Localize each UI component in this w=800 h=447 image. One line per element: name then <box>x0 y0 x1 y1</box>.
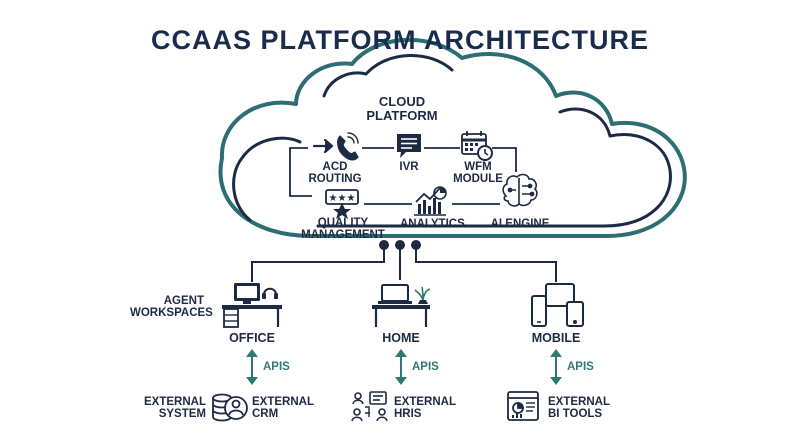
port-dot <box>379 240 389 250</box>
api-arrow-office <box>246 349 258 385</box>
external-label-line: EXTERNAL <box>548 396 624 408</box>
external-label-line: HRIS <box>394 408 464 420</box>
api-label-home: APIs <box>412 361 439 373</box>
bi-dashboard-icon <box>508 392 538 420</box>
agent-workspaces-line2: WORKSPACES <box>130 307 204 319</box>
module-acd-routing: ACD ROUTING <box>300 161 370 185</box>
star-rating-icon: ★★★ <box>326 190 358 219</box>
hris-people-doc-icon <box>352 392 387 421</box>
module-label: ROUTING <box>300 173 370 185</box>
module-label: ANALYTICS <box>400 218 464 230</box>
external-label-line: EXTERNAL <box>138 396 206 408</box>
cloud-label-line1: CLOUD <box>360 95 444 109</box>
module-quality-management: QUALITY MANAGEMENT <box>300 217 386 241</box>
phone-routing-icon <box>314 133 358 160</box>
external-label-line: EXTERNAL <box>394 396 464 408</box>
external-system-label: EXTERNAL SYSTEM <box>138 396 206 420</box>
connector-mobile <box>416 246 556 282</box>
module-label: WFM <box>446 161 510 173</box>
cloud-platform-label: CLOUD PLATFORM <box>360 95 444 122</box>
workspace-office-label: OFFICE <box>222 332 282 345</box>
module-analytics: ANALYTICS <box>400 218 464 230</box>
external-label-line: EXTERNAL <box>252 396 322 408</box>
workspace-mobile-label: MOBILE <box>526 332 586 345</box>
external-label-line: CRM <box>252 408 322 420</box>
svg-text:★★★: ★★★ <box>329 193 356 204</box>
laptop-desk-icon <box>372 285 430 327</box>
module-wfm: WFM MODULE <box>446 161 510 185</box>
api-arrow-home <box>395 349 407 385</box>
module-label: QUALITY <box>300 217 386 229</box>
api-arrows <box>246 349 562 385</box>
mobile-devices-icon <box>532 284 583 326</box>
external-hris-label: EXTERNAL HRIS <box>394 396 464 420</box>
agent-workspaces-line1: AGENT <box>130 295 204 307</box>
module-ivr: IVR <box>388 161 430 173</box>
module-label: IVR <box>388 161 430 173</box>
workspace-home-label: HOME <box>371 332 431 345</box>
external-crm-label: EXTERNAL CRM <box>252 396 322 420</box>
module-label: MODULE <box>446 173 510 185</box>
api-label-mobile: APIs <box>567 361 594 373</box>
cloud-to-workspace-connectors <box>252 246 556 282</box>
desk-computer-headset-icon <box>222 283 282 327</box>
port-dot <box>411 240 421 250</box>
crm-users-icon <box>225 397 247 419</box>
chat-menu-icon <box>397 134 421 158</box>
calendar-clock-icon <box>462 131 492 160</box>
module-label: AI ENGINE <box>488 218 552 230</box>
module-label: MANAGEMENT <box>300 229 386 241</box>
module-ai-engine: AI ENGINE <box>488 218 552 230</box>
page-title: CCaaS PLATFORM ARCHITECTURE <box>0 26 800 54</box>
api-arrow-mobile <box>550 349 562 385</box>
cloud-shape <box>220 40 684 236</box>
api-label-office: APIs <box>263 361 290 373</box>
module-label: ACD <box>300 161 370 173</box>
agent-workspaces-label: AGENT WORKSPACES <box>130 295 204 319</box>
external-label-line: BI TOOLS <box>548 408 624 420</box>
connector-office <box>252 246 384 282</box>
external-label-line: SYSTEM <box>138 408 206 420</box>
cloud-label-line2: PLATFORM <box>360 109 444 123</box>
port-dot <box>395 240 405 250</box>
external-bi-tools-label: EXTERNAL BI TOOLS <box>548 396 624 420</box>
chart-icon <box>414 187 446 215</box>
cloud-ports <box>379 240 421 250</box>
